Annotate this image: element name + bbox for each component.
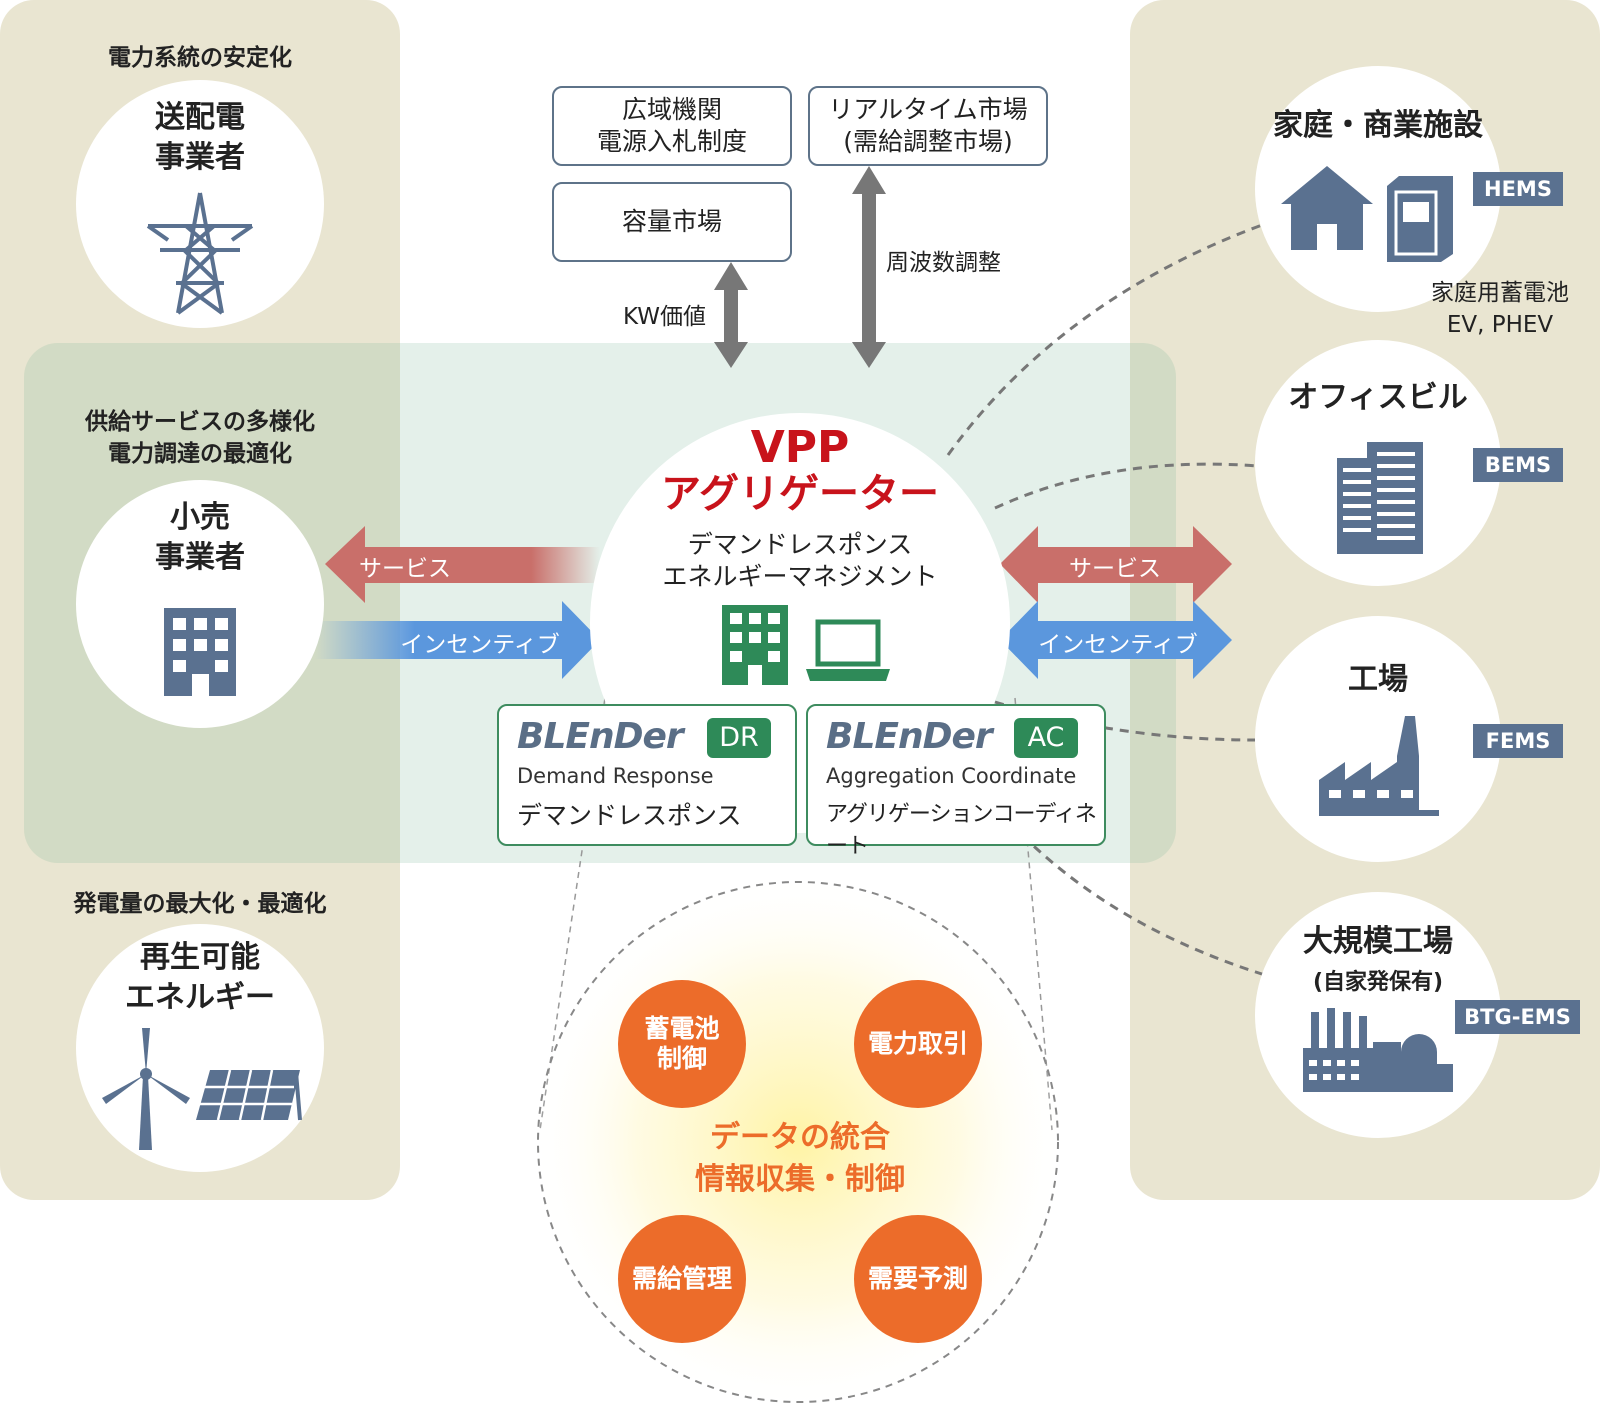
circle-title: オフィスビル xyxy=(1288,380,1468,415)
bems-tag: BEMS xyxy=(1473,448,1563,482)
circle-title: 大規模工場 xyxy=(1303,924,1453,959)
circle-title: 再生可能 エネルギー xyxy=(125,940,275,1015)
circle-title: 家庭・商業施設 xyxy=(1273,108,1483,143)
market-box-capacity: 容量市場 xyxy=(552,182,792,262)
data-integration-title: データの統合 xyxy=(710,1120,890,1155)
ac-badge: AC xyxy=(1014,718,1078,758)
house-icon xyxy=(1281,166,1373,250)
wind-solar-icon xyxy=(102,1028,302,1150)
section-heading-renewable: 発電量の最大化・最適化 xyxy=(73,891,327,917)
transmission-tower-icon xyxy=(146,192,254,315)
kw-value-label: KW価値 xyxy=(623,304,707,330)
circle-transmission: 送配電 事業者 xyxy=(76,80,324,328)
office-tower-icon xyxy=(1337,442,1423,554)
incentive-arrow-right xyxy=(1000,601,1232,679)
aggregator-title: アグリゲーター xyxy=(661,471,939,517)
circle-large-factory: 大規模工場 (自家発保有) xyxy=(1255,892,1501,1138)
market-box-wide-area: 広域機関 電源入札制度 xyxy=(552,86,792,166)
em-subtitle: エネルギーマネジメント xyxy=(662,562,938,591)
laptop-icon xyxy=(806,619,890,681)
service-label-left: サービス xyxy=(359,556,451,582)
frequency-arrow xyxy=(852,166,886,368)
section-heading-grid: 電力系統の安定化 xyxy=(108,45,292,71)
blender-english-label: Aggregation Coordinate xyxy=(826,764,1077,788)
service-arrow-right xyxy=(1000,526,1232,603)
circle-title: 工場 xyxy=(1348,662,1408,697)
circle-retail: 小売 事業者 xyxy=(76,480,324,728)
section-heading-retail: 供給サービスの多様化 電力調達の最適化 xyxy=(85,409,315,467)
circle-subtitle: (自家発保有) xyxy=(1312,970,1444,995)
demand-forecast-node: 需要予測 xyxy=(854,1215,982,1343)
home-note: 家庭用蓄電池 EV, PHEV xyxy=(1431,280,1569,338)
service-label-right: サービス xyxy=(1069,556,1161,582)
hems-tag: HEMS xyxy=(1473,172,1563,206)
building-icon xyxy=(164,608,236,696)
blender-japanese-label: アグリゲーションコーディネート xyxy=(826,802,1097,859)
incentive-label-left: インセンティブ xyxy=(400,632,560,658)
power-trading-node: 電力取引 xyxy=(854,980,982,1108)
home-battery-icon xyxy=(1387,176,1453,262)
blender-english-label: Demand Response xyxy=(517,764,714,788)
info-collection-title: 情報収集・制御 xyxy=(695,1162,905,1197)
market-box-realtime: リアルタイム市場 (需給調整市場) xyxy=(808,86,1048,166)
supply-demand-node: 需給管理 xyxy=(618,1215,746,1343)
btg-ems-tag: BTG-EMS xyxy=(1455,1000,1580,1034)
blender-japanese-label: デマンドレスポンス xyxy=(517,801,742,830)
blender-dr-card: BLEnDer DR Demand Response デマンドレスポンス xyxy=(497,704,797,846)
service-arrow-left xyxy=(325,526,600,603)
data-integration-circle xyxy=(537,881,1059,1403)
circle-title: 送配電 事業者 xyxy=(155,100,245,175)
circle-title: 小売 事業者 xyxy=(155,500,245,575)
dr-badge: DR xyxy=(707,718,771,758)
power-plant-icon xyxy=(1303,1008,1453,1092)
battery-control-node: 蓄電池 制御 xyxy=(618,980,746,1108)
circle-office: オフィスビル xyxy=(1255,340,1501,586)
circle-home: 家庭・商業施設 xyxy=(1255,66,1501,312)
factory-icon xyxy=(1319,716,1439,816)
office-building-icon xyxy=(722,605,788,685)
incentive-label-right: インセンティブ xyxy=(1038,632,1198,658)
incentive-arrow-left xyxy=(315,601,600,679)
kw-arrow xyxy=(714,262,748,368)
fems-tag: FEMS xyxy=(1473,724,1563,758)
circle-factory: 工場 xyxy=(1255,616,1501,862)
vpp-title: VPP xyxy=(750,422,850,473)
blender-logo: BLEnDer xyxy=(826,716,993,757)
blender-logo: BLEnDer xyxy=(517,716,684,757)
circle-renewable: 再生可能 エネルギー xyxy=(76,924,324,1172)
frequency-label: 周波数調整 xyxy=(886,250,1001,276)
dr-subtitle: デマンドレスポンス xyxy=(687,530,913,559)
blender-ac-card: BLEnDer AC Aggregation Coordinate アグリゲーシ… xyxy=(806,704,1106,859)
